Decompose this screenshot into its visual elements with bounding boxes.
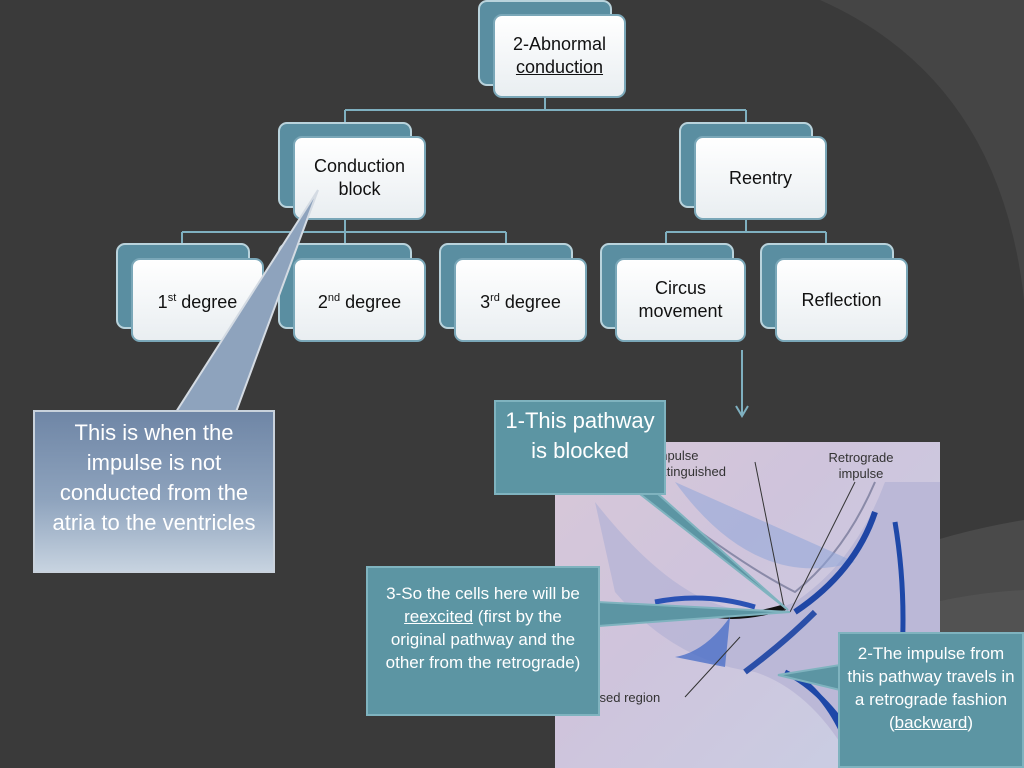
callout-retrograde: 2-The impulse from this pathway travels …	[838, 632, 1024, 768]
reentry-label: Reentry	[728, 167, 793, 188]
retrograde-link: backward	[894, 713, 968, 732]
callout-pathway-blocked: 1-This pathway is blocked	[494, 400, 666, 495]
node-conduction-block: Conduction block	[293, 136, 426, 220]
third-degree-word: degree	[499, 291, 561, 312]
callout-block-description: This is when the impulse is not conducte…	[33, 410, 275, 573]
node-reentry: Reentry	[694, 136, 827, 220]
node-first-degree: 1st degree	[131, 258, 264, 342]
third-degree-sup: rd	[490, 291, 500, 304]
node-second-degree: 2nd degree	[293, 258, 426, 342]
node-third-degree: 3rd degree	[454, 258, 587, 342]
reexcited-post: (first by the original pathway and the o…	[385, 607, 581, 672]
node-circus-movement: Circus movement	[615, 258, 746, 342]
node-abnormal-conduction: 2-Abnormal conduction	[493, 14, 626, 98]
first-degree-sup: st	[167, 291, 177, 304]
callout-reexcited: 3-So the cells here will be reexcited (f…	[366, 566, 600, 716]
second-degree-sup: nd	[327, 291, 341, 304]
figure-retrograde-label: Retrograde impulse	[828, 450, 894, 481]
circus-line1: Circus	[654, 278, 706, 298]
third-degree-num: 3	[480, 291, 491, 312]
root-line1: 2-Abnormal	[512, 34, 607, 54]
first-degree-word: degree	[176, 291, 238, 312]
reexcited-pre: 3-So the cells here will be	[386, 584, 580, 603]
reflection-label: Reflection	[801, 289, 882, 310]
circus-line2: movement	[638, 301, 723, 321]
first-degree-num: 1	[157, 291, 168, 312]
node-reflection: Reflection	[775, 258, 908, 342]
second-degree-word: degree	[340, 291, 402, 312]
figure-region-label: ssed region	[593, 690, 661, 705]
block-description-text: This is when the impulse is not conducte…	[52, 420, 256, 535]
figure-impulse-label: Impulse extinguished	[653, 448, 726, 479]
block-line1: Conduction	[313, 156, 406, 176]
second-degree-num: 2	[317, 291, 328, 312]
pathway-blocked-text: 1-This pathway is blocked	[505, 408, 655, 463]
retrograde-post: )	[967, 713, 974, 732]
retrograde-pre: 2-The impulse from this pathway travels …	[847, 644, 1015, 732]
root-line2: conduction	[515, 57, 604, 77]
reexcited-link: reexcited	[404, 607, 474, 626]
block-line2: block	[338, 179, 381, 199]
